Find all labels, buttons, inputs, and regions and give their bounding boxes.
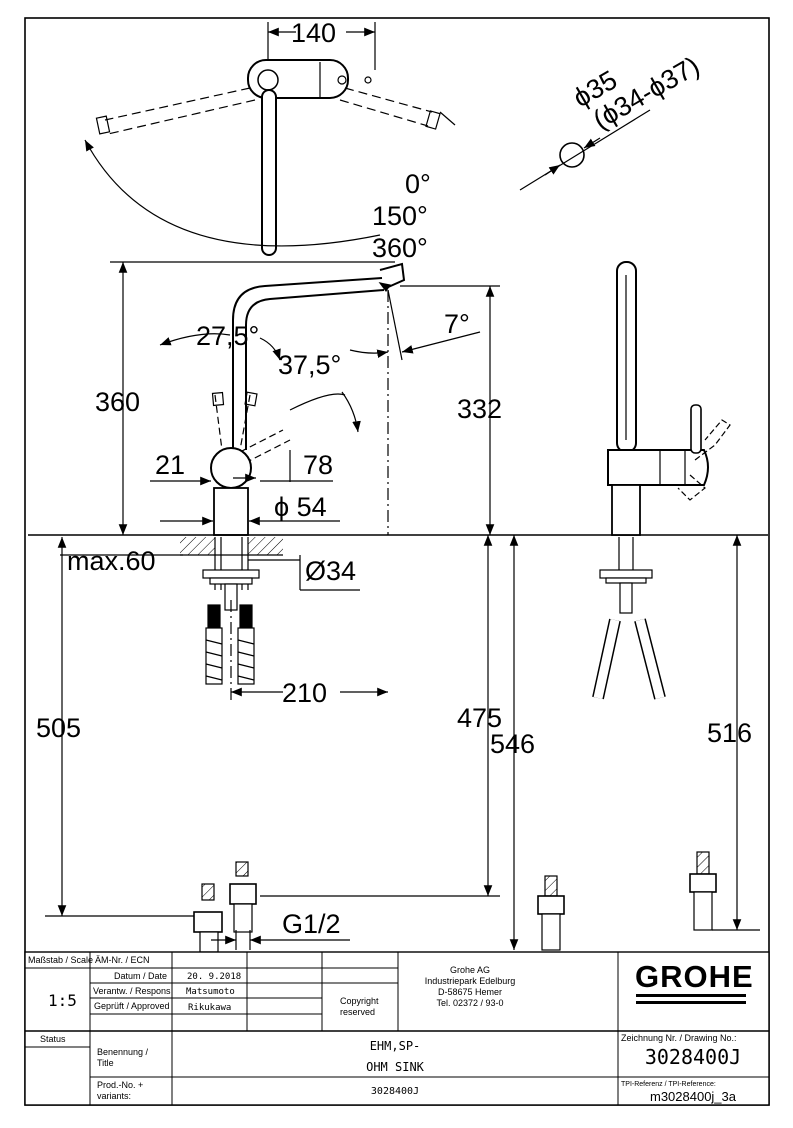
angle-27-5: 27,5° bbox=[196, 321, 259, 351]
tpi-label: TPI-Referenz / TPI-Reference: bbox=[621, 1081, 716, 1088]
dim-max60: max.60 bbox=[67, 546, 156, 576]
dim-332: 332 bbox=[457, 394, 502, 424]
svg-text:GROHE: GROHE bbox=[635, 959, 754, 994]
tpi-value: m3028400j_3a bbox=[650, 1089, 737, 1104]
angle-0: 0° bbox=[405, 169, 431, 199]
dim-210: 210 bbox=[282, 678, 327, 708]
connection-hoses-bottom-right bbox=[537, 851, 717, 951]
scale-label: Maßstab / Scale bbox=[28, 955, 93, 965]
prodno-label-1: Prod.-No. + bbox=[97, 1080, 143, 1090]
responsible-value: Matsumoto bbox=[186, 987, 235, 997]
approved-label: Geprüft / Approved bbox=[94, 1001, 170, 1011]
prodno-label-2: variants: bbox=[97, 1091, 131, 1101]
company-line-1: Grohe AG bbox=[450, 965, 490, 975]
connection-hoses-bottom-left bbox=[193, 861, 257, 953]
front-view bbox=[537, 261, 760, 951]
top-view bbox=[84, 22, 456, 256]
title-label-2: Title bbox=[97, 1058, 114, 1068]
drawing-no-label: Zeichnung Nr. / Drawing No.: bbox=[621, 1033, 737, 1043]
date-value: 20. 9.2018 bbox=[187, 972, 241, 982]
approved-value: Rikukawa bbox=[188, 1003, 231, 1013]
dim-546: 546 bbox=[490, 729, 535, 759]
title-label-1: Benennung / bbox=[97, 1047, 149, 1057]
date-label: Datum / Date bbox=[114, 971, 167, 981]
side-view bbox=[28, 261, 768, 953]
scale-value: 1:5 bbox=[48, 991, 77, 1010]
angle-150: 150° bbox=[372, 201, 428, 231]
title-block bbox=[24, 951, 770, 1106]
prodno-value: 3028400J bbox=[371, 1086, 419, 1097]
title-line-1: EHM,SP- bbox=[370, 1039, 421, 1053]
ecn-label: ÄM-Nr. / ECN bbox=[95, 955, 150, 965]
dim-g12: G1/2 bbox=[282, 909, 341, 939]
dim-phi54: ϕ 54 bbox=[274, 492, 327, 522]
hole-diameter-callout bbox=[519, 109, 651, 191]
dim-phi34: Ø34 bbox=[305, 556, 356, 586]
dim-78: 78 bbox=[303, 450, 333, 480]
title-line-2: OHM SINK bbox=[366, 1060, 425, 1074]
dim-360: 360 bbox=[95, 387, 140, 417]
copyright-line-2: reserved bbox=[340, 1007, 375, 1017]
dim-21: 21 bbox=[155, 450, 185, 480]
dim-516: 516 bbox=[707, 718, 752, 748]
company-line-4: Tel. 02372 / 93-0 bbox=[436, 998, 503, 1008]
dim-505: 505 bbox=[36, 713, 81, 743]
copyright-line-1: Copyright bbox=[340, 996, 379, 1006]
dim-475: 475 bbox=[457, 703, 502, 733]
responsible-label: Verantw. / Respons bbox=[93, 986, 171, 996]
angle-360: 360° bbox=[372, 233, 428, 263]
company-line-2: Industriepark Edelburg bbox=[425, 976, 516, 986]
dim-140: 140 bbox=[291, 18, 336, 48]
angle-37-5: 37,5° bbox=[278, 350, 341, 380]
grohe-logo: GROHE bbox=[635, 959, 754, 1004]
drawing-no: 3028400J bbox=[645, 1045, 741, 1069]
angle-7: 7° bbox=[444, 309, 470, 339]
status-label: Status bbox=[40, 1034, 66, 1044]
company-line-3: D-58675 Hemer bbox=[438, 987, 502, 997]
